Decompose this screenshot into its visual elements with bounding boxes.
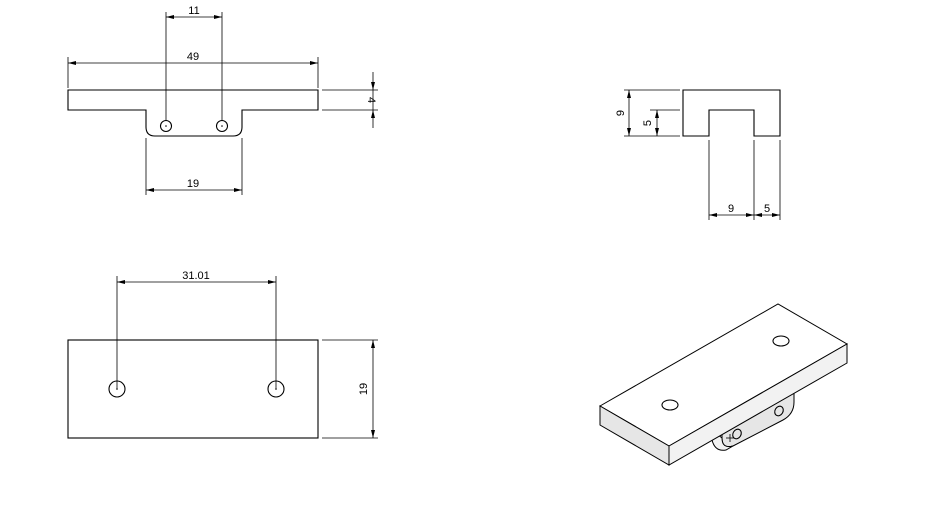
dim-label-31-01: 31.01 <box>182 270 210 282</box>
iso-tab-hole-back <box>774 405 784 417</box>
top-view-outline <box>67 339 319 439</box>
dim-label-5-horizontal: 5 <box>764 203 770 215</box>
dim-top-hole-spacing: 31.01 <box>116 270 277 389</box>
dim-side-slot-width: 9 5 <box>708 140 781 220</box>
dim-label-11: 11 <box>188 5 199 17</box>
front-view: 11 49 4 19 <box>67 5 378 195</box>
front-hole-right-center <box>221 125 223 127</box>
dim-top-depth: 19 <box>322 339 378 439</box>
front-view-outline <box>67 89 319 137</box>
dim-label-9-vertical: 9 <box>615 110 627 116</box>
dim-front-thickness: 4 <box>322 72 378 128</box>
iso-plate-side <box>668 343 848 466</box>
dim-side-leg-height: 5 <box>642 109 680 136</box>
dim-label-49: 49 <box>187 51 199 63</box>
dim-side-height: 9 <box>615 89 680 137</box>
dim-label-9-horizontal: 9 <box>728 203 734 215</box>
front-hole-left-center <box>165 125 167 127</box>
isometric-view <box>598 303 849 466</box>
dim-front-hole-spacing: 11 <box>165 5 223 121</box>
top-view: 31.01 19 <box>67 270 378 439</box>
iso-tab-hole-front <box>732 428 742 440</box>
iso-plate-hole-left <box>661 399 679 411</box>
dim-front-overall-width: 49 <box>67 51 319 88</box>
side-view-outline <box>682 89 781 137</box>
dim-label-19-top: 19 <box>358 383 370 395</box>
dim-label-5-vertical: 5 <box>642 120 654 126</box>
dim-label-19-front: 19 <box>187 178 199 190</box>
side-view: 9 5 9 5 <box>615 89 781 220</box>
iso-plate-hole-right <box>772 335 790 347</box>
dim-label-4: 4 <box>365 97 377 103</box>
dim-front-tab-width: 19 <box>145 138 243 195</box>
